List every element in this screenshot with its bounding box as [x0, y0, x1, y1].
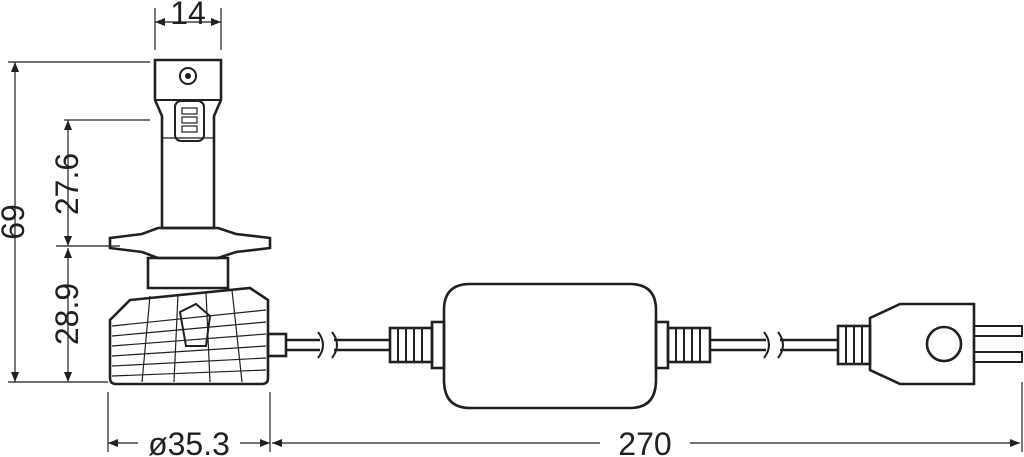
dimension-upper-height: 27.6: [49, 153, 85, 215]
screw-icon: [179, 67, 197, 85]
bulb-neck: [146, 256, 230, 290]
dimension-top-width: 14: [170, 0, 206, 31]
dimension-base-diameter: ø35.3: [148, 426, 230, 457]
cable-break-icon-2: [763, 331, 784, 359]
heatsink-body: [108, 286, 270, 386]
cable-break-icon: [317, 331, 338, 359]
dimension-lines: [8, 8, 1023, 452]
led-bulb: [108, 58, 272, 386]
bulb-collar: [108, 226, 272, 260]
dimension-total-height: 69: [0, 204, 31, 240]
driver-box: [442, 282, 658, 410]
dimension-cable-length: 270: [618, 426, 671, 457]
plug-connector: [868, 302, 976, 386]
plug-hole-icon: [925, 325, 963, 363]
cable-assembly: [266, 282, 1023, 410]
led-emitter-body: [153, 58, 223, 230]
led-chip: [174, 100, 205, 142]
dimension-lower-height: 28.9: [49, 283, 85, 345]
